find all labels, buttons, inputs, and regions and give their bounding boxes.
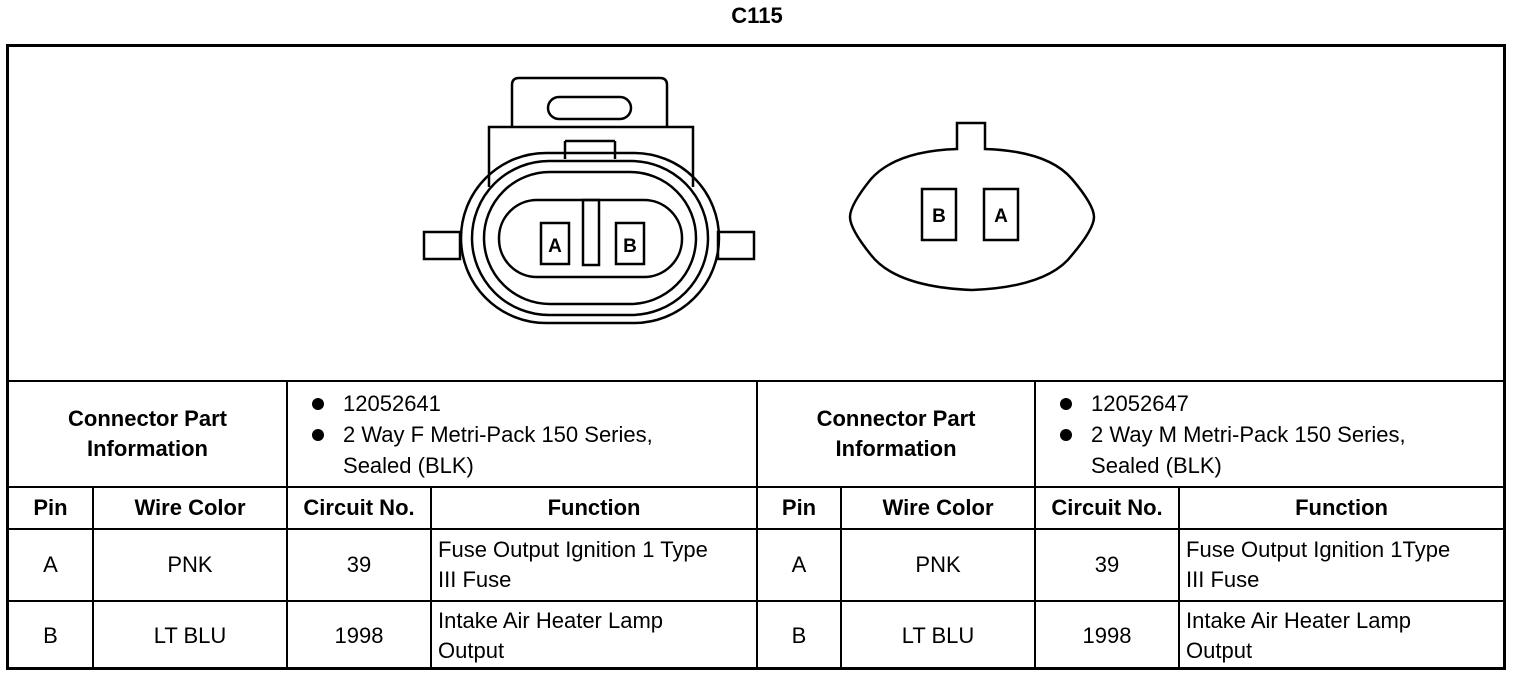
header-pin: Pin xyxy=(756,486,843,530)
pin-cell: A xyxy=(756,528,843,602)
wire-color-cell: LT BLU xyxy=(840,600,1037,670)
pin-cell: B xyxy=(9,600,94,670)
header-pin: Pin xyxy=(9,486,94,530)
part-number-left: 12052641 xyxy=(310,388,756,419)
part-desc-right: 2 Way M Metri-Pack 150 Series,Sealed (BL… xyxy=(1058,419,1503,481)
female-connector-body xyxy=(422,76,756,325)
column-header-row: Pin Wire Color Circuit No. Function Pin … xyxy=(9,486,1504,530)
part-number-right: 12052647 xyxy=(1058,388,1503,419)
header-function: Function xyxy=(430,486,759,530)
connector-title: C115 xyxy=(731,3,783,28)
wire-color-cell: PNK xyxy=(91,528,289,602)
svg-text:B: B xyxy=(623,236,637,257)
male-cavity-b: B xyxy=(920,187,958,242)
wire-color-cell: LT BLU xyxy=(91,600,289,670)
circuit-cell: 1998 xyxy=(286,600,433,670)
female-cavity-b: B xyxy=(614,221,646,266)
female-cavity-a: A xyxy=(539,221,571,266)
part-info-left: 12052641 2 Way F Metri-Pack 150 Series,S… xyxy=(286,380,759,488)
male-cavity-a: A xyxy=(982,187,1020,242)
svg-text:B: B xyxy=(932,206,946,227)
circuit-cell: 1998 xyxy=(1034,600,1181,670)
header-function: Function xyxy=(1178,486,1504,530)
part-info-row: Connector Part Information 12052641 2 Wa… xyxy=(9,380,1504,488)
header-circuit: Circuit No. xyxy=(1034,486,1181,530)
pin-cell: A xyxy=(9,528,94,602)
circuit-cell: 39 xyxy=(1034,528,1181,602)
male-connector-body xyxy=(848,121,1096,292)
header-circuit: Circuit No. xyxy=(286,486,433,530)
connector-frame: A B B A Connector Part Information xyxy=(6,44,1506,670)
part-desc-left: 2 Way F Metri-Pack 150 Series,Sealed (BL… xyxy=(310,419,756,481)
header-wire-color: Wire Color xyxy=(840,486,1037,530)
part-info-label-left: Connector Part Information xyxy=(9,380,289,488)
part-info-label-right: Connector Part Information xyxy=(756,380,1037,488)
svg-text:A: A xyxy=(994,206,1008,227)
connector-info-table: Connector Part Information 12052641 2 Wa… xyxy=(9,380,1504,670)
wire-color-cell: PNK xyxy=(840,528,1037,602)
header-wire-color: Wire Color xyxy=(91,486,289,530)
connector-drawing: A B B A xyxy=(422,76,1096,325)
circuit-cell: 39 xyxy=(286,528,433,602)
pin-cell: B xyxy=(756,600,843,670)
svg-text:A: A xyxy=(548,236,562,257)
part-info-right: 12052647 2 Way M Metri-Pack 150 Series,S… xyxy=(1034,380,1504,488)
